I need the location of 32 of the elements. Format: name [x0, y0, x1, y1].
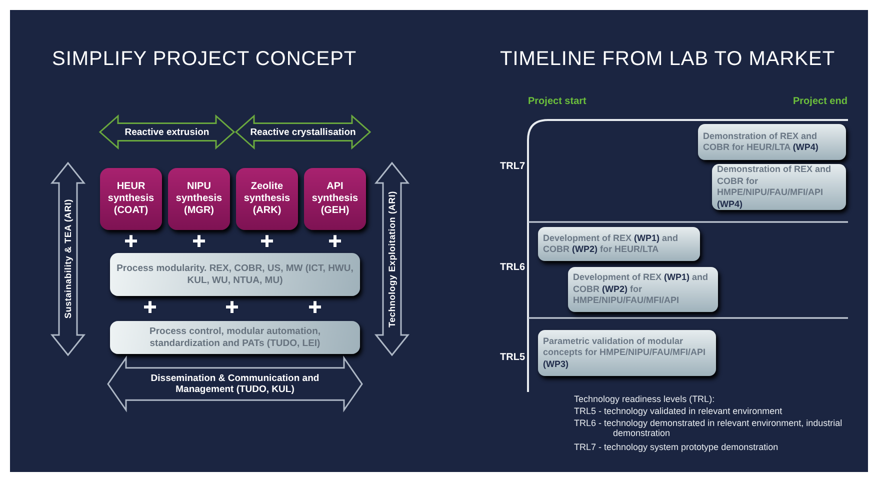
double-arrow-banner — [100, 116, 234, 148]
level-label: TRL7 — [500, 161, 525, 172]
heading: TIMELINE FROM LAB TO MARKET — [500, 48, 836, 71]
legend-text: TRL6 - technology demonstrated in relevant environment, industrial demonstration — [574, 418, 844, 438]
task-box: Parametric validation of modular concepts for HMPE/NIPU/FAU/MFI/API (WP3) — [538, 330, 716, 376]
legend-heading: Technology readiness levels (TRL): — [574, 394, 715, 404]
process-bar: Process modularity. REX, COBR, US, MW (ICT, HWU, KUL, WU, NTUA, MU) — [110, 253, 360, 296]
arrow-label: Dissemination & Communication and Management (TUDO, KUL) — [150, 373, 320, 395]
arrow-label: Reactive extrusion — [124, 126, 210, 138]
arrow-label: Sustainability & TEA (ARI) — [63, 199, 73, 319]
legend-text: TRL5 - technology validated in relevant environment — [574, 406, 782, 416]
heading: SIMPLIFY PROJECT CONCEPT — [52, 48, 357, 71]
synthesis-box: Zeolite synthesis (ARK) — [236, 168, 298, 230]
task-box: Demonstration of REX and COBR for HMPE/NIPU/FAU/MFI/API (WP4) — [712, 164, 846, 210]
process-bar: Process control, modular automation, standardization and PATs (TUDO, LEI) — [110, 321, 360, 354]
level-label: TRL6 — [500, 262, 525, 273]
double-arrow-banner — [236, 116, 370, 148]
level-label: TRL5 — [500, 352, 525, 363]
arrow-label: Reactive crystallisation — [250, 126, 356, 138]
arrow-label: Technology Exploitation (ARI) — [387, 190, 397, 328]
synthesis-box: API synthesis (GEH) — [304, 168, 366, 230]
column-label: Project start — [528, 96, 586, 107]
vertical-double-arrow — [52, 163, 84, 355]
legend-text: TRL7 - technology system prototype demonstration — [574, 442, 778, 452]
task-box: Development of REX (WP1) and COBR (WP2) for HMPE/NIPU/FAU/MFI/API — [568, 267, 718, 312]
task-box: Demonstration of REX and COBR for HEUR/LTA (WP4) — [698, 124, 846, 160]
column-label: Project end — [793, 96, 848, 107]
synthesis-box: HEUR synthesis (COAT) — [100, 168, 162, 230]
double-arrow-banner — [108, 358, 362, 410]
task-box: Development of REX (WP1) and COBR (WP2) for HEUR/LTA — [538, 227, 700, 261]
vertical-double-arrow — [376, 163, 408, 355]
synthesis-box: NIPU synthesis (MGR) — [168, 168, 230, 230]
